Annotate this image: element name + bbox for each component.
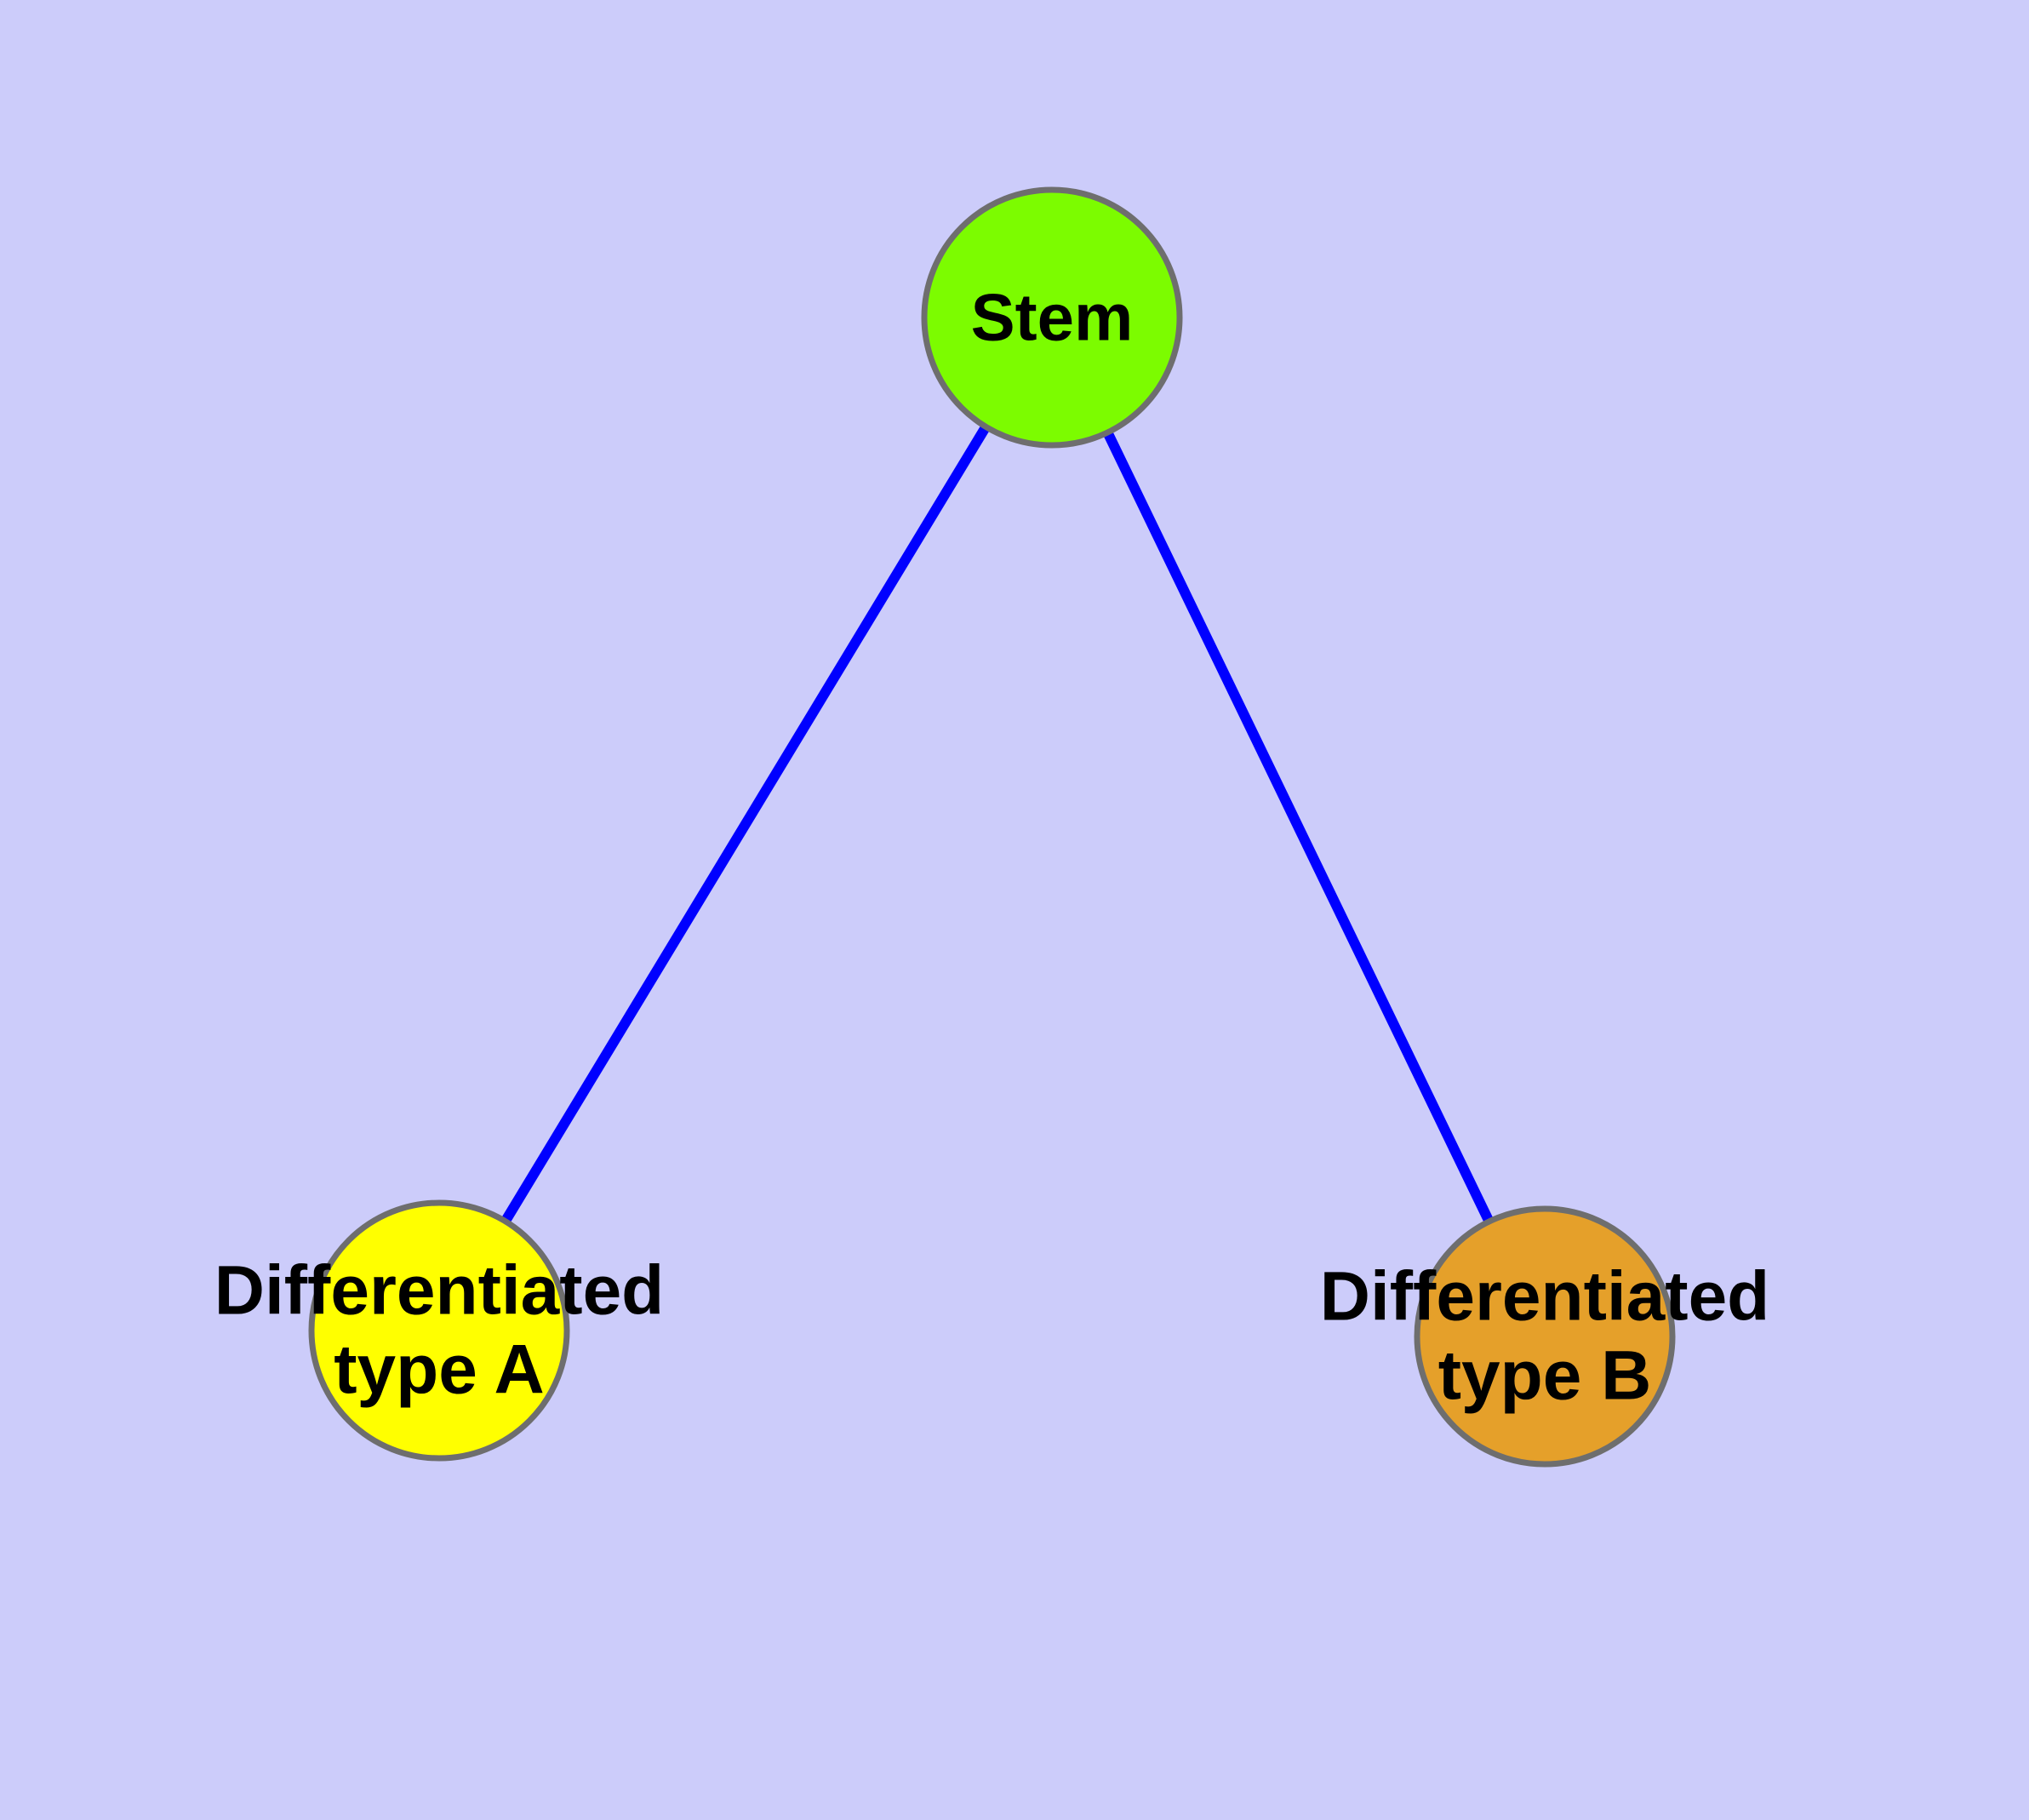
node-differentiated-type-a[interactable] [308, 1199, 570, 1462]
edge-stem-to-differentiated-type-a[interactable] [434, 314, 1057, 1334]
node-layer [308, 186, 1676, 1468]
node-differentiated-type-b[interactable] [1414, 1205, 1676, 1468]
node-stem[interactable] [921, 186, 1183, 449]
edge-layer [434, 314, 1550, 1339]
edge-stem-to-differentiated-type-b[interactable] [1047, 315, 1550, 1339]
